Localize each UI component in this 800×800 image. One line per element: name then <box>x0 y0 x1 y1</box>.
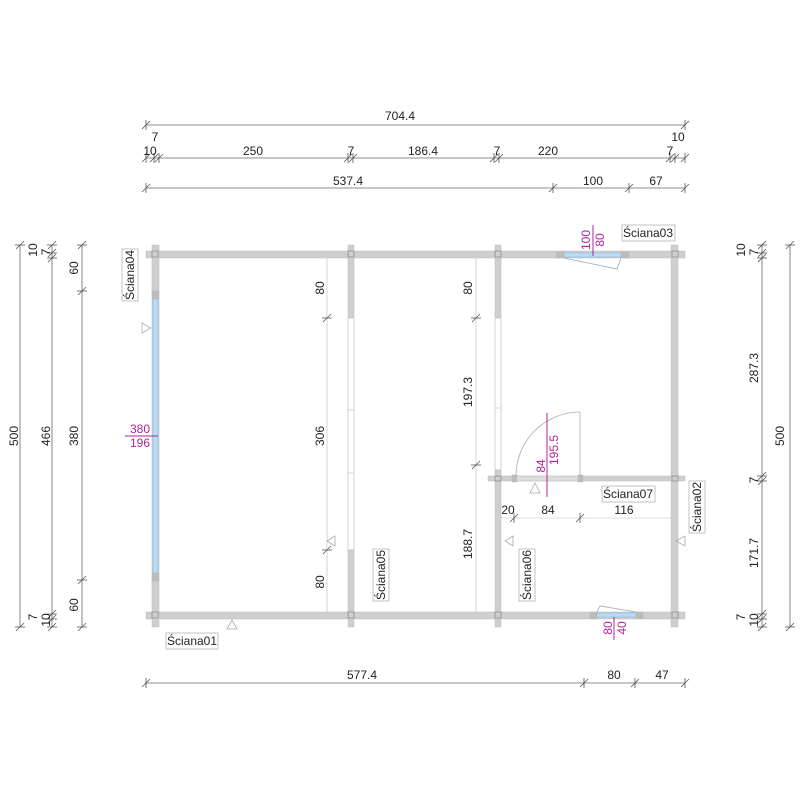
window-bottom[interactable]: 80 40 <box>589 605 644 640</box>
elevation-markers <box>141 322 686 630</box>
dim-label: 500 <box>773 426 787 446</box>
dim-label: 84 <box>541 503 555 517</box>
dim-label: 7 <box>747 476 761 483</box>
dim-label: 10 <box>671 130 685 144</box>
wall-label-sciana04[interactable]: Ściana04 <box>121 248 139 302</box>
dim-label: 80 <box>313 575 327 589</box>
dim-label: 186.4 <box>408 144 438 158</box>
wall-label-sciana01[interactable]: Ściana01 <box>165 632 219 650</box>
wall-top <box>145 250 686 259</box>
window-width-label: 380 <box>130 422 150 436</box>
dim-label: 80 <box>461 281 475 295</box>
dim-label: 306 <box>313 426 327 446</box>
dim-label: 7 <box>667 144 674 158</box>
dimension-wall05: 80 306 80 <box>313 255 333 615</box>
dim-label: 10 <box>26 243 40 257</box>
dim-label: 7 <box>39 248 53 255</box>
dim-label: 577.4 <box>347 668 377 682</box>
dim-label: 250 <box>243 144 263 158</box>
dimension-left-inner: 60 380 60 <box>67 240 88 632</box>
wall-label-sciana05[interactable]: Ściana05 <box>372 548 390 602</box>
wall-05-opening <box>347 317 355 551</box>
dimension-bottom: 577.4 80 47 <box>141 668 690 689</box>
wall-07 <box>487 475 686 482</box>
dim-label: 10 <box>734 243 748 257</box>
dimension-wall07: 20 84 116 <box>498 503 675 524</box>
dim-label: 116 <box>614 503 633 517</box>
wall-06-lower <box>494 469 502 628</box>
svg-text:Ściana02: Ściana02 <box>689 482 704 532</box>
dim-label: 220 <box>538 144 558 158</box>
dim-label: 188.7 <box>461 529 475 559</box>
view-marker-icon[interactable] <box>226 619 238 630</box>
wall-06-opening <box>494 317 502 471</box>
window-height-label: 196 <box>130 436 150 450</box>
dim-label: 80 <box>607 668 621 682</box>
dim-label: 60 <box>67 598 81 612</box>
dim-label: 500 <box>7 426 21 446</box>
view-marker-icon[interactable] <box>326 535 336 547</box>
wall-05-lower <box>347 549 355 628</box>
svg-text:Ściana05: Ściana05 <box>373 550 388 600</box>
svg-text:Ściana07: Ściana07 <box>603 486 653 501</box>
window-left[interactable]: 380 196 <box>125 290 160 582</box>
window-top[interactable]: 100 80 <box>555 225 630 270</box>
dimension-right-inner: 10 7 287.3 7 171.7 7 10 <box>734 240 768 632</box>
dimension-top-openings: 537.4 100 67 <box>141 174 690 194</box>
svg-text:Ściana03: Ściana03 <box>623 225 673 240</box>
door-wall07[interactable]: 84 195.5 <box>511 411 584 497</box>
dim-label: 80 <box>313 281 327 295</box>
walls <box>145 244 686 628</box>
dim-label: 10 <box>747 613 761 627</box>
wall-right <box>670 244 679 628</box>
wall-05-upper <box>347 244 355 319</box>
window-width-label: 100 <box>579 230 593 250</box>
wall-label-sciana03[interactable]: Ściana03 <box>621 224 676 242</box>
dim-label: 60 <box>67 261 81 275</box>
dim-label: 7 <box>26 613 40 620</box>
dim-label: 537.4 <box>333 174 363 188</box>
dim-label: 7 <box>734 613 748 620</box>
dim-label: 197.3 <box>461 377 475 407</box>
dim-label: 380 <box>67 426 81 446</box>
svg-text:Ściana06: Ściana06 <box>519 550 534 600</box>
dim-label: 466 <box>39 426 53 446</box>
view-marker-icon[interactable] <box>675 535 686 547</box>
window-height-label: 40 <box>615 621 629 635</box>
view-marker-icon[interactable] <box>504 535 514 547</box>
dim-label: 7 <box>348 144 355 158</box>
window-width-label: 80 <box>601 621 615 635</box>
dim-label: 7 <box>494 144 501 158</box>
dim-label: 7 <box>747 248 761 255</box>
wall-06-upper <box>494 244 502 319</box>
wall-bottom <box>145 611 686 620</box>
dim-label: 171.7 <box>747 538 761 568</box>
dim-label: 47 <box>655 668 669 682</box>
wall-label-sciana02[interactable]: Ściana02 <box>688 480 706 534</box>
dimension-top-total: 704.4 <box>141 109 690 131</box>
door-height-label: 195.5 <box>547 435 561 465</box>
dim-label: 10 <box>39 613 53 627</box>
door-width-label: 84 <box>534 459 548 473</box>
dim-label: 287.3 <box>747 353 761 383</box>
dim-label: 67 <box>649 174 663 188</box>
dim-label: 7 <box>152 130 159 144</box>
dimension-wall06: 80 197.3 188.7 <box>461 255 482 615</box>
dim-label: 100 <box>583 174 603 188</box>
wall-label-sciana06[interactable]: Ściana06 <box>518 548 536 602</box>
dim-label: 704.4 <box>385 109 415 123</box>
view-marker-icon[interactable] <box>141 322 152 334</box>
view-marker-icon[interactable] <box>529 482 541 494</box>
wall-label-sciana07[interactable]: Ściana07 <box>601 485 656 503</box>
window-height-label: 80 <box>593 233 607 247</box>
dimension-right-outer: 500 <box>773 240 796 632</box>
dimension-left-outer: 500 <box>7 240 26 632</box>
dim-label: 20 <box>501 503 515 517</box>
dim-label: 10 <box>143 144 157 158</box>
svg-text:Ściana01: Ściana01 <box>167 633 217 648</box>
dimension-top-segments: 7 10 250 7 186.4 7 220 7 10 <box>141 130 690 164</box>
dimension-left-mid: 10 7 466 7 10 <box>26 240 58 632</box>
svg-text:Ściana04: Ściana04 <box>122 250 137 300</box>
